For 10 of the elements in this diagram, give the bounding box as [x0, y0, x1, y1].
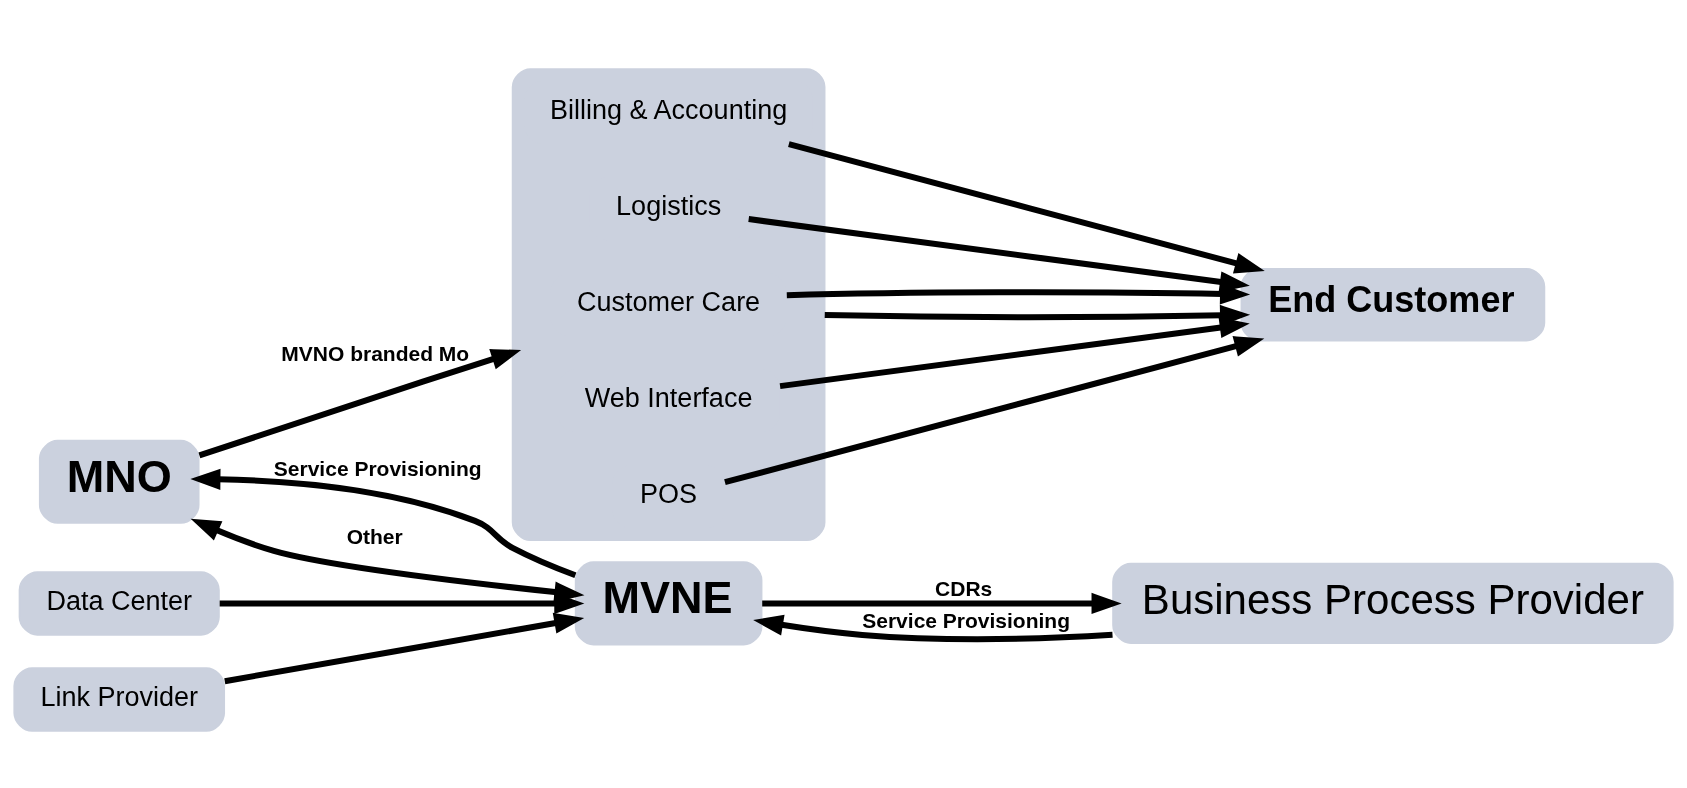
node-text: Logistics — [616, 191, 722, 222]
node-text: Customer Care — [577, 287, 761, 318]
node-text: Billing & Accounting — [550, 95, 788, 126]
edge-label: Other — [346, 524, 403, 548]
edge-label: Service Provisioning — [273, 457, 482, 481]
edge-label: Service Provisioning — [862, 608, 1071, 632]
edge-label: CDRs — [935, 577, 993, 601]
node-text: Web Interface — [584, 383, 753, 414]
node-text: POS — [640, 479, 698, 510]
edge-label: MVNO branded Mo — [281, 341, 470, 365]
